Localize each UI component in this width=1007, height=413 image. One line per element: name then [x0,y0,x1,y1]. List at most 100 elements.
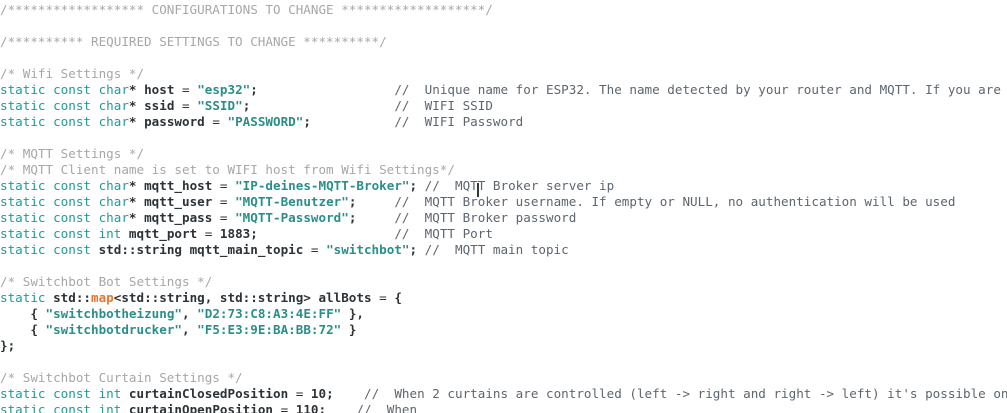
comment-gap [334,386,364,401]
trailing-comment: // MQTT Broker password [394,210,577,225]
type-token: char [98,194,129,209]
code-line[interactable]: }; [0,338,1007,354]
code-line[interactable]: /********** REQUIRED SETTINGS TO CHANGE … [0,34,1007,50]
entry-close-brace: }, [341,306,364,321]
code-line[interactable]: static const char* mqtt_host = "IP-deine… [0,178,1007,194]
blank-line [0,130,8,145]
identifier-token: curtainOpenPosition [128,402,273,413]
code-line[interactable]: static const char* password = "PASSWORD"… [0,114,1007,130]
type-token: char [98,178,129,193]
value-token: "MQTT-Benutzer" [235,194,349,209]
trailing-comment: // MQTT Broker username. If empty or NUL… [394,194,956,209]
type-token: int [98,386,122,401]
value-token: "PASSWORD" [227,114,304,129]
type-token: std::string [98,242,182,257]
code-line[interactable]: /* MQTT Settings */ [0,146,1007,162]
identifier-token: mqtt_port [128,226,198,241]
pointer-token [121,226,129,241]
trailing-comment: // MQTT Port [394,226,493,241]
value-token: 110 [295,402,319,413]
identifier-token: mqtt_pass [144,210,213,225]
entry-key-string: "switchbotheizung" [45,306,182,321]
comment-token: /********** REQUIRED SETTINGS TO CHANGE … [0,34,387,49]
value-token: "SSID" [197,98,243,113]
indent [0,306,30,321]
trailing-comment: // Unique name for ESP32. The name detec… [394,82,1007,97]
entry-separator: , [182,322,198,337]
identifier-token: host [144,82,175,97]
type-token: char [98,82,129,97]
pointer-token: * [128,114,145,129]
keyword-static-const: static const [0,226,99,241]
assign-operator: = [371,290,395,305]
code-line[interactable]: static const int curtainOpenPosition = 1… [0,402,1007,413]
identifier-token: password [144,114,205,129]
comment-token: /* MQTT Client name is set to WIFI host … [0,162,455,177]
assign-operator: = [272,402,296,413]
code-line[interactable]: static const char* mqtt_pass = "MQTT-Pas… [0,210,1007,226]
code-line[interactable]: { "switchbotheizung", "D2:73:C8:A3:4E:FF… [0,306,1007,322]
code-line[interactable]: { "switchbotdrucker", "F5:E3:9E:BA:BB:72… [0,322,1007,338]
code-line[interactable]: static const int curtainClosedPosition =… [0,386,1007,402]
code-line[interactable]: /* Switchbot Curtain Settings */ [0,370,1007,386]
keyword-static-const: static const [0,178,99,193]
trailing-comment: // When 2 curtains are controlled (left … [364,386,1007,401]
pointer-token [121,402,129,413]
code-line[interactable] [0,354,1007,370]
keyword-static-const: static const [0,114,99,129]
keyword-static-const: static const [0,210,99,225]
code-line[interactable]: static const int mqtt_port = 1883; // MQ… [0,226,1007,242]
type-token: int [98,402,122,413]
code-line[interactable]: static const char* ssid = "SSID"; // WIF… [0,98,1007,114]
assign-operator: = [212,178,236,193]
opening-brace: { [394,290,402,305]
entry-open-brace: { [30,306,46,321]
code-line[interactable] [0,50,1007,66]
code-line[interactable]: static const char* mqtt_user = "MQTT-Ben… [0,194,1007,210]
pointer-token [182,242,190,257]
comment-token: /* Switchbot Bot Settings */ [0,274,213,289]
statement-terminator: ; [318,402,327,413]
trailing-comment: // When [356,402,425,413]
comment-token: /* Wifi Settings */ [0,66,145,81]
statement-terminator: ; [348,210,357,225]
pointer-token: * [128,194,145,209]
code-line[interactable]: static const std::string mqtt_main_topic… [0,242,1007,258]
statement-terminator: ; [250,226,258,241]
caret-bar [477,183,479,197]
code-line[interactable] [0,18,1007,34]
identifier-token: mqtt_main_topic [189,242,304,257]
code-line[interactable]: static const char* host = "esp32"; // Un… [0,82,1007,98]
blank-line [0,354,8,369]
text-caret [477,182,479,198]
statement-terminator: ; [303,114,311,129]
code-line[interactable] [0,130,1007,146]
code-line[interactable] [0,258,1007,274]
comment-gap [356,194,394,209]
identifier-allbots: allBots [310,290,372,305]
type-token: char [98,210,129,225]
type-map: map [91,290,114,305]
assign-operator: = [288,386,311,401]
closing-brace: }; [0,338,16,353]
comment-gap [311,114,394,129]
assign-operator: = [212,210,236,225]
assign-operator: = [197,226,220,241]
trailing-comment: // WIFI Password [394,114,524,129]
keyword-static-const: static const [0,82,99,97]
comment-gap [326,402,356,413]
comment-token: /* Switchbot Curtain Settings */ [0,370,243,385]
code-line[interactable]: /****************** CONFIGURATIONS TO CH… [0,2,1007,18]
comment-token: /* MQTT Settings */ [0,146,145,161]
code-line[interactable]: /* MQTT Client name is set to WIFI host … [0,162,1007,178]
code-line[interactable]: static std::map<std::string, std::string… [0,290,1007,306]
keyword-static-const: static const [0,386,99,401]
code-line[interactable]: /* Wifi Settings */ [0,66,1007,82]
value-token: "IP-deines-MQTT-Broker" [235,178,410,193]
assign-operator: = [303,242,327,257]
assign-operator: = [174,98,198,113]
entry-separator: , [182,306,198,321]
code-line[interactable]: /* Switchbot Bot Settings */ [0,274,1007,290]
